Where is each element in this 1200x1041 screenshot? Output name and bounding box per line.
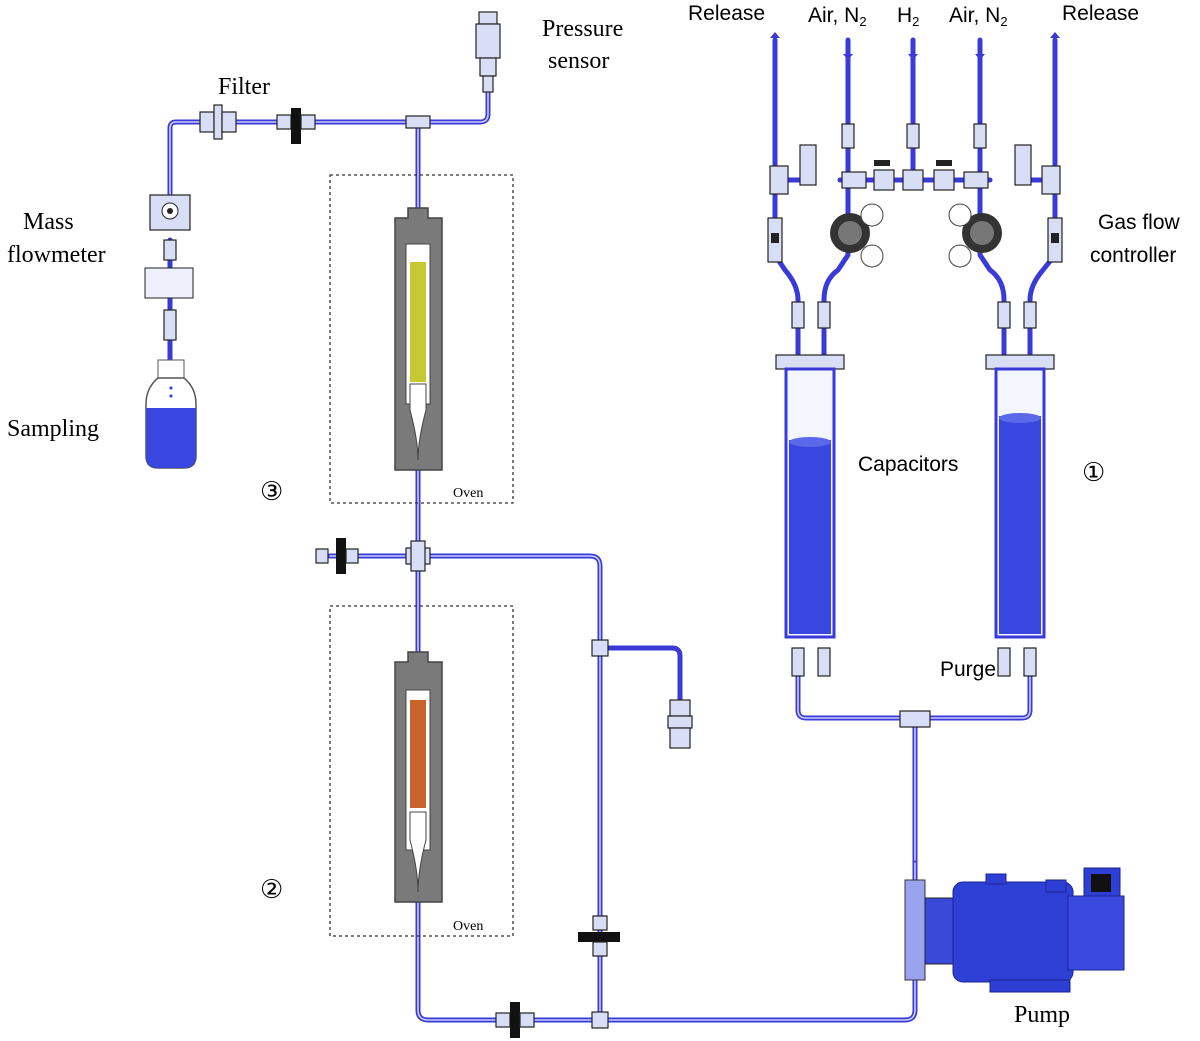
h2-label: H2 [897, 4, 919, 29]
pump-label: Pump [1014, 1002, 1070, 1028]
oven-bottom-label: Oven [453, 919, 483, 934]
valve-icon-release-right [1014, 144, 1061, 195]
oven-top [329, 174, 514, 504]
mass-flowmeter-label-line1: Mass [23, 209, 74, 235]
pressure-regulator-icon-right [948, 203, 1002, 268]
tee-fitting-capacitors [899, 710, 931, 728]
tee-fitting-bottom [591, 1011, 609, 1029]
tee-fitting-branch [591, 639, 609, 657]
fitting-end-right [667, 699, 693, 749]
line-fittings-lower [791, 647, 1037, 677]
pressure-sensor-icon [475, 11, 501, 93]
pressure-sensor-label-line2: sensor [548, 48, 609, 74]
valve-icon-vertical [578, 915, 620, 957]
tee-fitting-top [405, 115, 431, 129]
air-n2-right-label: Air, N2 [949, 4, 1008, 29]
oven-top-label: Oven [453, 486, 483, 501]
line-fittings-upper [791, 301, 1037, 329]
marker-2: ② [260, 875, 283, 905]
reactor-icon-top [394, 207, 443, 471]
sampling-bottle-icon [145, 359, 197, 469]
reactor-icon-bottom [394, 651, 443, 903]
marker-1: ① [1082, 458, 1105, 488]
gas-flow-controller-icon-left [767, 217, 783, 263]
filter-label: Filter [218, 74, 270, 100]
gas-flow-controller-label-line1: Gas flow [1098, 211, 1181, 234]
marker-3: ③ [260, 477, 283, 507]
capacitor-vessel-icon-left [775, 354, 845, 639]
valve-icon-bottom [495, 1002, 535, 1038]
capacitor-vessel-icon-right [985, 354, 1055, 639]
gas-flow-controller-label-line2: controller [1090, 244, 1176, 267]
mass-flowmeter-label-line2: flowmeter [7, 242, 106, 268]
release-right-label: Release [1062, 2, 1139, 25]
inlet-fittings [841, 123, 989, 191]
purge-label: Purge [940, 658, 996, 681]
pressure-sensor-label-line1: Pressure [542, 16, 623, 42]
capacitors-label: Capacitors [858, 453, 958, 476]
sampling-label: Sampling [7, 416, 99, 442]
gas-flow-controller-icon-right [1047, 217, 1063, 263]
air-n2-left-label: Air, N2 [808, 4, 867, 29]
release-left-label: Release [688, 2, 765, 25]
mass-flowmeter-icon [144, 194, 194, 341]
gas-inlet-arrows [770, 32, 1060, 60]
oven-bottom [329, 605, 514, 937]
pump-icon [904, 867, 1125, 993]
pressure-regulator-icon-left [830, 203, 884, 268]
valve-icon-release-left [769, 144, 817, 195]
valve-icon-left [315, 538, 359, 574]
cross-fitting [405, 540, 431, 572]
filter-icon [199, 104, 237, 140]
valve-icon-top [276, 108, 316, 144]
